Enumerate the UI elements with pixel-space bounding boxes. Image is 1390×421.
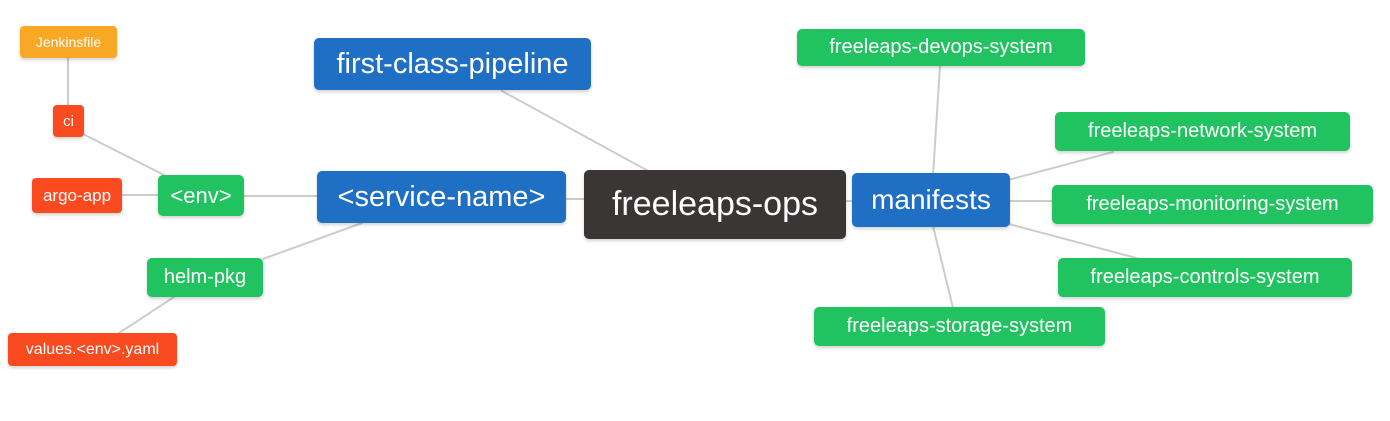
node-freeleaps-monitoring-system[interactable]: freeleaps-monitoring-system bbox=[1052, 185, 1373, 224]
edge-manifests-storage bbox=[932, 225, 954, 309]
node-values-env-yaml[interactable]: values.<env>.yaml bbox=[8, 333, 177, 366]
node-ci[interactable]: ci bbox=[53, 105, 84, 137]
edge-manifests-devops bbox=[932, 65, 941, 176]
node-service-name[interactable]: <service-name> bbox=[317, 171, 566, 223]
node-manifests[interactable]: manifests bbox=[852, 173, 1010, 227]
node-env[interactable]: <env> bbox=[158, 175, 244, 216]
edge-first-class-pipeline-ops bbox=[501, 90, 651, 173]
node-freeleaps-controls-system[interactable]: freeleaps-controls-system bbox=[1058, 258, 1352, 297]
edge-manifests-network bbox=[1007, 151, 1114, 181]
node-argo-app[interactable]: argo-app bbox=[32, 178, 122, 213]
edge-helm-pkg-values bbox=[118, 296, 175, 334]
edge-ci-env bbox=[82, 133, 167, 177]
edge-service-name-helm-pkg bbox=[262, 222, 363, 260]
node-freeleaps-ops-root[interactable]: freeleaps-ops bbox=[584, 170, 846, 239]
node-freeleaps-devops-system[interactable]: freeleaps-devops-system bbox=[797, 29, 1085, 66]
node-first-class-pipeline[interactable]: first-class-pipeline bbox=[314, 38, 591, 90]
node-jenkinsfile[interactable]: Jenkinsfile bbox=[20, 26, 117, 58]
node-freeleaps-network-system[interactable]: freeleaps-network-system bbox=[1055, 112, 1350, 151]
node-freeleaps-storage-system[interactable]: freeleaps-storage-system bbox=[814, 307, 1105, 346]
node-helm-pkg[interactable]: helm-pkg bbox=[147, 258, 263, 297]
edge-manifests-controls bbox=[1008, 223, 1141, 260]
